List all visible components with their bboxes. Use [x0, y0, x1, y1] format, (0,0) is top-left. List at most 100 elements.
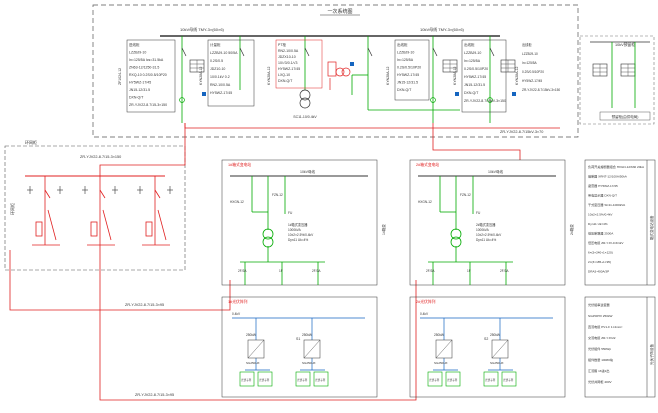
sub1-lv-label: 1F [279, 269, 283, 273]
panel-5-text-line: DXN-Q/T [464, 91, 479, 95]
legend-bottom-text-line: 组件数量 10080块 [588, 357, 613, 362]
panel-2-text-line: RN2-10/0.5A [210, 83, 231, 87]
panel-6-text-line: In=125/5A [522, 61, 537, 65]
substation-2-lower: 2#光伏阵列 0.4kV S2 250kW 250kW SG250HX SG25… [409, 296, 566, 398]
sub1-hv-label: HXGN-12 [230, 200, 244, 204]
legend-top-text-line: 10±2×2.5%/0.4kV [588, 213, 613, 217]
panel-feeders [181, 36, 491, 123]
panel-2-text-line: 10/0.1kV 0.2 [210, 75, 230, 79]
panel-3-text-line: PT柜 [278, 42, 286, 47]
sub1-inv-rating: 250kW [302, 333, 312, 337]
sub1-vert-label: 1#箱变 [381, 224, 386, 235]
panel-5-text-line: 出线柜 [464, 42, 475, 47]
ring-main-ground-symbols [27, 186, 173, 194]
reserve-cabinet-box [579, 35, 655, 125]
panel-4-text-line: DXN-Q/T [397, 88, 412, 92]
ring-main-feeders [32, 176, 170, 246]
sub2-inv-code: SG250HX [434, 361, 448, 365]
legend-top-text-line: 熔断器 XRNT-12/100A/50kA [588, 174, 628, 179]
switchgear-room-frame [92, 4, 579, 138]
sub2-transformer-text-line: 2#箱式变压器 [476, 222, 496, 227]
sub2-lv-label: 2F/3A [426, 269, 435, 273]
sub2-hv-label: FU [476, 211, 481, 215]
cabinet-id: KYN28A-12 [515, 66, 519, 85]
panel-5-text-line: In=125/5A [464, 59, 481, 63]
panel-1-text-line: RXQ-10 0.2S/0.5/10P20 [129, 73, 167, 77]
substation-2: 2#箱式变电站 10kV母线 HXGN-12 FZN-12 FU 2#箱式变压器… [409, 159, 574, 286]
legend-bottom-text-line: 直流电缆 PV1-F 1×4mm² [588, 324, 622, 329]
cable-label-mid: ZR-YJV22-8.7/15-3×95 [125, 303, 164, 307]
sub1-inv-rating: 250kW [246, 333, 256, 337]
legend-top-text-line: 低压电缆 ZR-YJV-0.6/1kV [588, 240, 624, 245]
legend-vert-top: 箱式变电站设备 [649, 215, 654, 240]
panel-3-text-line: LXQ-10 [278, 73, 290, 77]
ring-main-title: 环网柜 [25, 139, 37, 145]
sub1-hv-label: FZN-12 [272, 193, 283, 197]
sub1-hv-label: FU [288, 211, 293, 215]
sub1-inv-code: SG250HX [246, 361, 260, 365]
sub1-pv-unit: 光伏子阵 [297, 378, 308, 382]
sub1-pv-unit: 光伏子阵 [259, 378, 270, 382]
sub2-transformer-text-line: 10±2×2.5%/0.4kV [476, 233, 502, 237]
panel-3-text-line: RN2-10/0.5A [278, 49, 299, 53]
sub1-transformer-text-line: 10±2×2.5%/0.4kV [288, 233, 314, 237]
panel-4-text-line: 0.2S/0.5/10P20 [397, 66, 421, 70]
hv-cables [9, 123, 560, 401]
panel-6-text-line: ZR-YJV22-8.7/15kV-3×150 [522, 88, 560, 92]
panel-4-text-line: LZZBJ9-10 [397, 51, 414, 55]
sub1-lower-bus: 0.4kV [232, 312, 241, 316]
legend-vert-bottom: 光伏子阵设备 [649, 344, 654, 365]
substation-1: 1#箱式变电站 10kV母线 HXGN-12 FZN-12 FU 1#箱式变压器… [221, 159, 386, 286]
sub2-hv-label: HXGN-12 [418, 200, 432, 204]
cabinet-id: KYN28A-12 [199, 66, 203, 85]
ring-main-frame [4, 145, 186, 271]
panel-3-text-line: DXN-Q/T [278, 79, 293, 83]
panel-1-text-line: ZR-YJV22-8.7/15-3×150 [129, 103, 167, 107]
ring-main-cable: ZR-YJV22-8.7/15-3×150 [80, 155, 121, 159]
sub2-pv-unit: 光伏子阵 [485, 378, 496, 382]
panel-4-text-line: HY5WZ-17/45 [397, 73, 419, 77]
panel-1-text-line: ZN63-12/1250-31.5 [129, 66, 159, 70]
panel-4-text-line: In=125/5A [397, 58, 414, 62]
sub1-inv-code: SG250HX [302, 361, 316, 365]
meter-icon [455, 92, 459, 96]
sub2-hv-label: FZN-12 [460, 193, 471, 197]
legend-top-text-line: 负荷开关熔断器组合 HXGN-12/630 20kA [588, 164, 645, 169]
legend-bottom-text-line: 交流电缆 ZR-YJV22 [588, 335, 616, 340]
legend-top-text: 负荷开关熔断器组合 HXGN-12/630 20kA 熔断器 XRNT-12/10… [588, 164, 645, 274]
reserve-note: 预留柜(由供电局) [612, 114, 639, 119]
switch-symbols [179, 47, 495, 103]
sub2-inv-rating: 250kW [434, 333, 444, 337]
reserve-note-box [599, 111, 651, 121]
sub2-inv-rating: 250kW [490, 333, 500, 337]
sub2-pv-unit: 光伏子阵 [429, 378, 440, 382]
legend-top-text-line: 干式变压器 SC11-1000kVA [588, 202, 626, 207]
busbar-right-label: 10kV母线 TMY-3×(60×6) [420, 26, 465, 32]
sub1-bus-label: 10kV母线 [300, 169, 315, 174]
sub2-title: 2#箱式变电站 [416, 162, 439, 167]
meter-icon [202, 92, 206, 96]
panel-6-text-line: LZZBJ9-10 [522, 52, 538, 56]
legend-top-text-line: 低压断路器 2500A [588, 231, 614, 236]
cabinet-id: KYN28A-12 [267, 66, 271, 85]
legend-bottom-text-line: SG250HX 250kW [588, 314, 612, 318]
sub1-transformer-text-line: Dyn11 Uk=4% [288, 238, 308, 242]
sub2-transformer-text-line: 1000kVA [476, 228, 490, 232]
legend-top-text-line: Dyn11 Uk=4% [588, 222, 608, 226]
panel-5-text-line: JN15-12/31.5 [464, 83, 485, 87]
cabinet-id: ZF1024-12 [118, 68, 122, 85]
panel-6-text-line: 0.2S/0.5/10P20 [522, 70, 544, 74]
legend-top-text-line: 2×(3×185+1×95) [588, 260, 611, 264]
substation-1-lower: 1#光伏阵列 0.4kV S1 250kW 250kW SG250HX SG25… [221, 296, 378, 398]
cabinet-id: KYN28A-12 [386, 66, 390, 85]
panel-2-text-line: 0.2S/0.5 [210, 59, 223, 63]
